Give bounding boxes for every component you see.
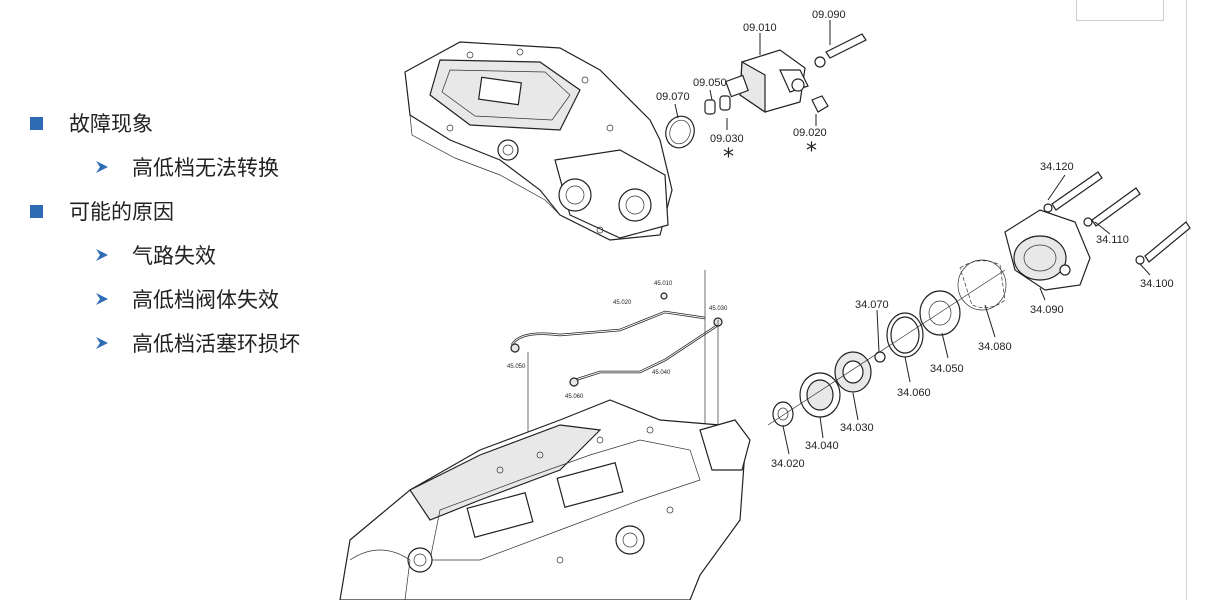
bullet-level2: 高低档阀体失效 (94, 284, 279, 314)
part-label: 45.050 (507, 364, 526, 370)
part-label: 09.050 (693, 77, 727, 89)
square-bullet-icon (30, 116, 43, 130)
part-label: 09.090 (812, 9, 846, 21)
part-label: 09.020 (793, 127, 827, 139)
bullet-text: 故障现象 (69, 112, 153, 136)
bullet-level2: 高低档活塞环损坏 (94, 328, 300, 358)
part-label: 45.010 (654, 281, 673, 287)
arrow-bullet-icon (96, 161, 108, 173)
arrow-bullet-icon (96, 337, 108, 349)
bullet-text: 可能的原因 (69, 200, 174, 224)
bullet-level2: 气路失效 (94, 240, 216, 270)
part-label: 45.060 (565, 394, 584, 400)
part-label: 09.070 (656, 91, 690, 103)
lower-housing-drawing (339, 399, 751, 600)
part-label: 34.100 (1140, 278, 1174, 290)
arrow-bullet-icon (96, 249, 108, 261)
asterisk-mark: * (723, 145, 734, 170)
upper-housing-drawing (404, 41, 673, 241)
part-label: 34.020 (771, 458, 805, 470)
part-label: 09.010 (743, 22, 777, 34)
top-corner-box (1076, 0, 1164, 21)
part-label: 34.120 (1040, 161, 1074, 173)
part-label: 45.030 (709, 306, 728, 312)
bullet-text: 高低档阀体失效 (132, 288, 279, 312)
piston-cover-drawing (767, 171, 1191, 455)
bullet-level2: 高低档无法转换 (94, 152, 279, 182)
part-label: 34.090 (1030, 304, 1064, 316)
slide-right-border (1186, 0, 1187, 600)
asterisk-mark: * (806, 139, 817, 164)
bullet-text: 气路失效 (132, 244, 216, 268)
square-bullet-icon (30, 204, 43, 218)
part-label: 34.060 (897, 387, 931, 399)
part-label: 45.040 (652, 370, 671, 376)
arrow-bullet-icon (96, 293, 108, 305)
part-label: 34.080 (978, 341, 1012, 353)
valve-assembly-drawing (665, 20, 867, 149)
part-label: 34.030 (840, 422, 874, 434)
bullet-level1: 可能的原因 (30, 196, 174, 226)
part-label: 09.030 (710, 133, 744, 145)
bullet-level1: 故障现象 (30, 108, 153, 138)
bullet-text: 高低档无法转换 (132, 156, 279, 180)
part-label: 34.050 (930, 363, 964, 375)
part-label: 34.110 (1096, 234, 1129, 246)
part-label: 34.070 (855, 299, 889, 311)
part-label: 45.020 (613, 300, 632, 306)
part-label: 34.040 (805, 440, 839, 452)
bullet-text: 高低档活塞环损坏 (132, 332, 300, 356)
